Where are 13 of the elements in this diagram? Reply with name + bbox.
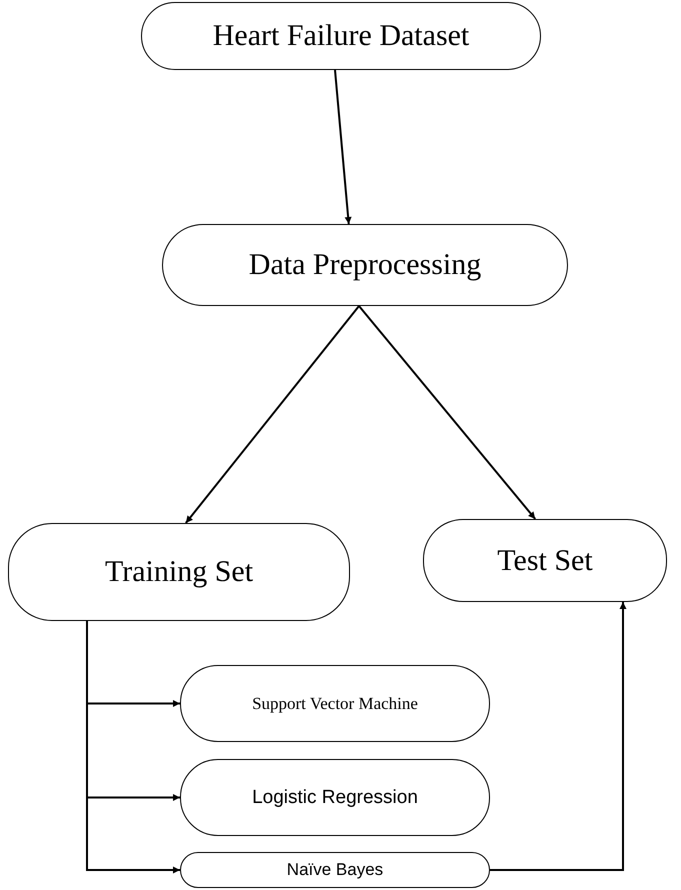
node-label: Data Preprocessing [248, 248, 482, 282]
node-label: Logistic Regression [252, 786, 418, 808]
node-label: Test Set [497, 544, 593, 578]
arrow [185, 305, 360, 524]
node-label: Naïve Bayes [286, 860, 384, 880]
arrow [86, 621, 180, 874]
arrow [358, 305, 536, 520]
rounded-process-box [180, 852, 490, 888]
node-label: Support Vector Machine [252, 694, 418, 714]
node-label: Heart Failure Dataset [212, 19, 470, 53]
arrow [490, 602, 626, 871]
node-label: Training Set [104, 555, 254, 589]
arrow [334, 70, 352, 224]
